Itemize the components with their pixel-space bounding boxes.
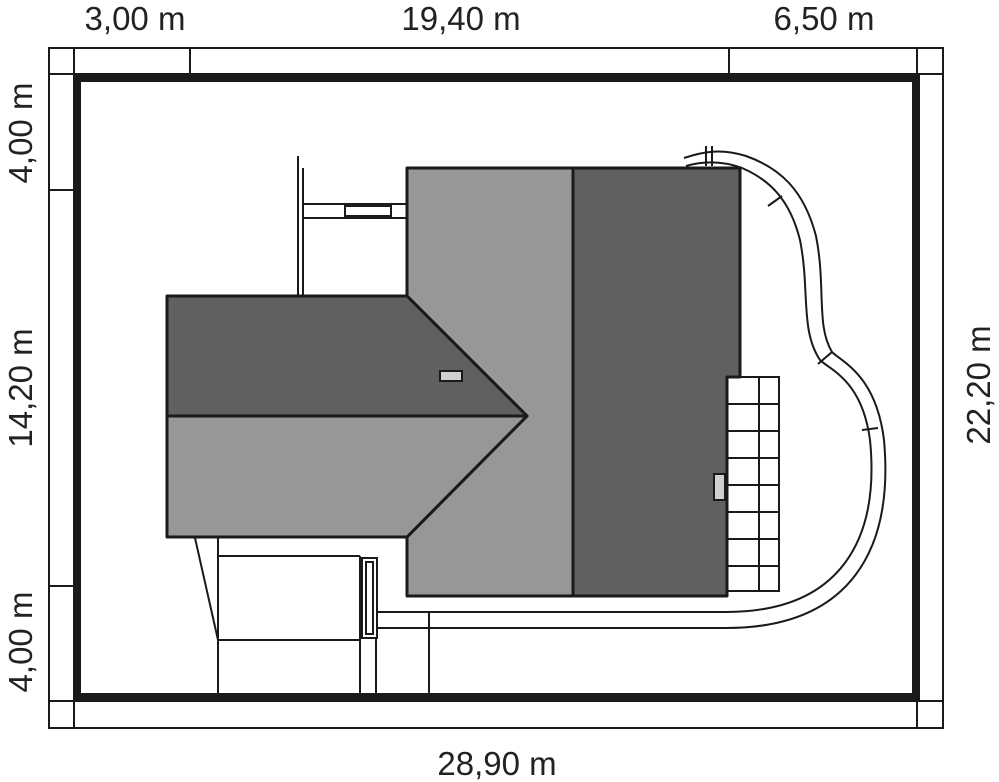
dim-left-bottom: 4,00 m — [2, 592, 39, 693]
roof-window — [439, 370, 463, 382]
driveway — [194, 537, 430, 697]
dim-top-left: 3,00 m — [85, 0, 186, 37]
roof-main-dark — [571, 166, 742, 598]
gate — [361, 557, 378, 639]
dim-right: 22,20 m — [960, 325, 997, 444]
house-roof — [165, 166, 742, 598]
dim-left-top: 4,00 m — [2, 83, 39, 184]
dim-top-right: 6,50 m — [774, 0, 875, 37]
dim-left-middle: 14,20 m — [2, 328, 39, 447]
terrace-grid — [726, 376, 780, 592]
dim-bottom: 28,90 m — [437, 745, 556, 782]
dim-top-middle: 19,40 m — [401, 0, 520, 37]
plot-boundary — [73, 74, 920, 701]
terrace-path — [376, 146, 887, 629]
chimney — [713, 473, 726, 501]
roof-wing-light — [165, 414, 529, 539]
pergola — [297, 156, 408, 296]
